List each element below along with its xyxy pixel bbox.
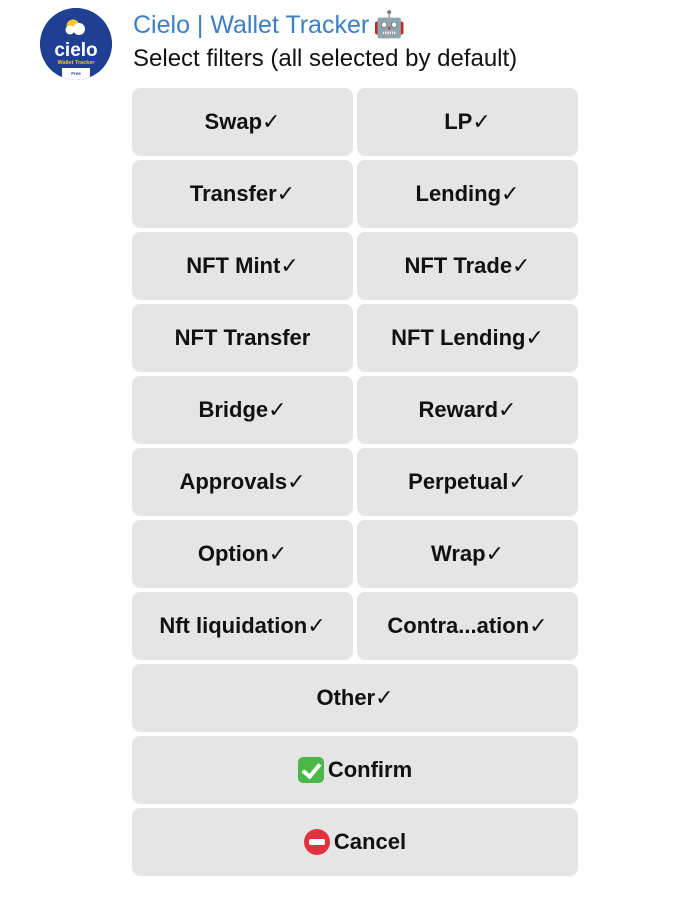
inline-keyboard: Swap✓ LP✓ Transfer✓ Lending✓ NFT Mint✓ N… [132, 88, 578, 876]
filter-button-nft-lending[interactable]: NFT Lending✓ [357, 304, 578, 372]
filter-button-other[interactable]: Other✓ [132, 664, 578, 732]
cancel-label: Cancel [333, 829, 407, 854]
filter-button-nft-mint[interactable]: NFT Mint✓ [132, 232, 353, 300]
filter-button-option[interactable]: Option✓ [132, 520, 353, 588]
filter-button-transfer[interactable]: Transfer✓ [132, 160, 353, 228]
filter-button-lending[interactable]: Lending✓ [357, 160, 578, 228]
filter-button-nft-transfer[interactable]: NFT Transfer [132, 304, 353, 372]
cielo-logo: cielo Wallet Tracker Free [40, 8, 112, 80]
filter-button-wrap[interactable]: Wrap✓ [357, 520, 578, 588]
filter-button-nft-liquidation[interactable]: Nft liquidation✓ [132, 592, 353, 660]
filter-button-contract-interaction[interactable]: Contra...ation✓ [357, 592, 578, 660]
avatar-tag: Free [71, 71, 81, 76]
filter-button-perpetual[interactable]: Perpetual✓ [357, 448, 578, 516]
message-text: Select filters (all selected by default) [133, 45, 518, 72]
bot-name[interactable]: Cielo | Wallet Tracker [133, 11, 370, 39]
confirm-label: Confirm [327, 757, 413, 782]
filter-button-swap[interactable]: Swap✓ [132, 88, 353, 156]
check-mark-button-icon [297, 757, 324, 783]
filter-button-nft-trade[interactable]: NFT Trade✓ [357, 232, 578, 300]
filter-button-approvals[interactable]: Approvals✓ [132, 448, 353, 516]
filter-button-bridge[interactable]: Bridge✓ [132, 376, 353, 444]
robot-emoji-icon: 🤖 [373, 10, 406, 40]
cancel-button[interactable]: Cancel [132, 808, 578, 876]
filter-button-lp[interactable]: LP✓ [357, 88, 578, 156]
cloud-mark [73, 23, 85, 35]
avatar-logo-text: cielo [54, 40, 97, 61]
confirm-button[interactable]: Confirm [132, 736, 578, 804]
filter-button-reward[interactable]: Reward✓ [357, 376, 578, 444]
no-entry-icon [303, 829, 330, 855]
bot-name-row[interactable]: Cielo | Wallet Tracker🤖 [133, 8, 673, 42]
message-header: Cielo | Wallet Tracker🤖 Select filters (… [133, 8, 673, 76]
avatar-subtitle: Wallet Tracker [57, 60, 95, 66]
bot-avatar[interactable]: cielo Wallet Tracker Free [40, 8, 112, 80]
